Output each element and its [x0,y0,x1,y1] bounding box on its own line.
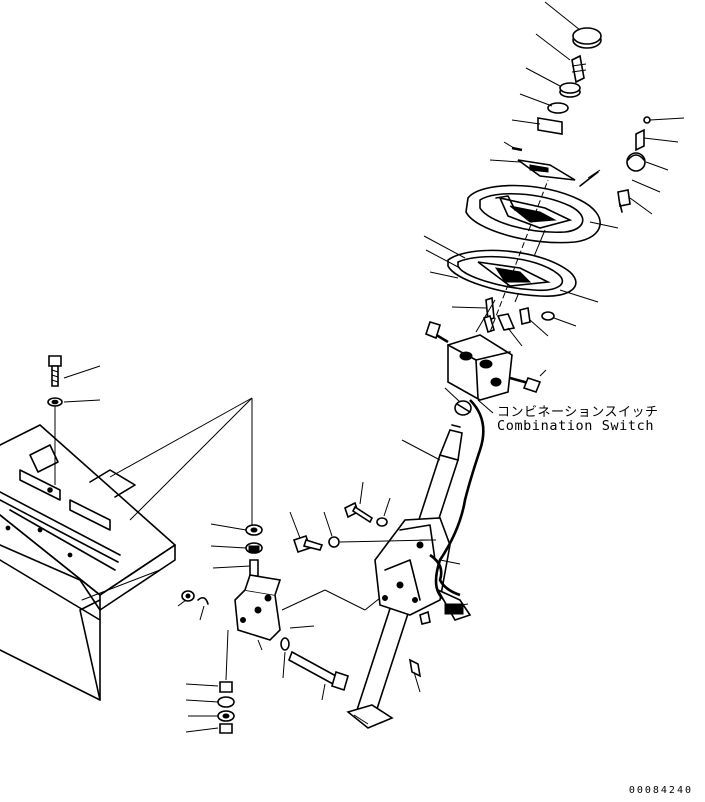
steering-column [290,388,483,728]
combination-switch [426,322,546,400]
switch-callout-leader [478,400,493,413]
combination-switch-label-jp: コンビネーションスイッチ [497,405,659,420]
bracket-assembly [178,524,380,733]
combination-switch-label-en: Combination Switch [497,418,655,434]
drawing-code: 00084240 [628,785,693,796]
leader-lines-panel [110,398,252,530]
dashboard-panel [0,425,175,700]
steering-wheel [466,2,684,302]
bolt-dashboard [48,356,100,485]
horn-ring [424,236,598,346]
column-centerline [490,180,548,332]
